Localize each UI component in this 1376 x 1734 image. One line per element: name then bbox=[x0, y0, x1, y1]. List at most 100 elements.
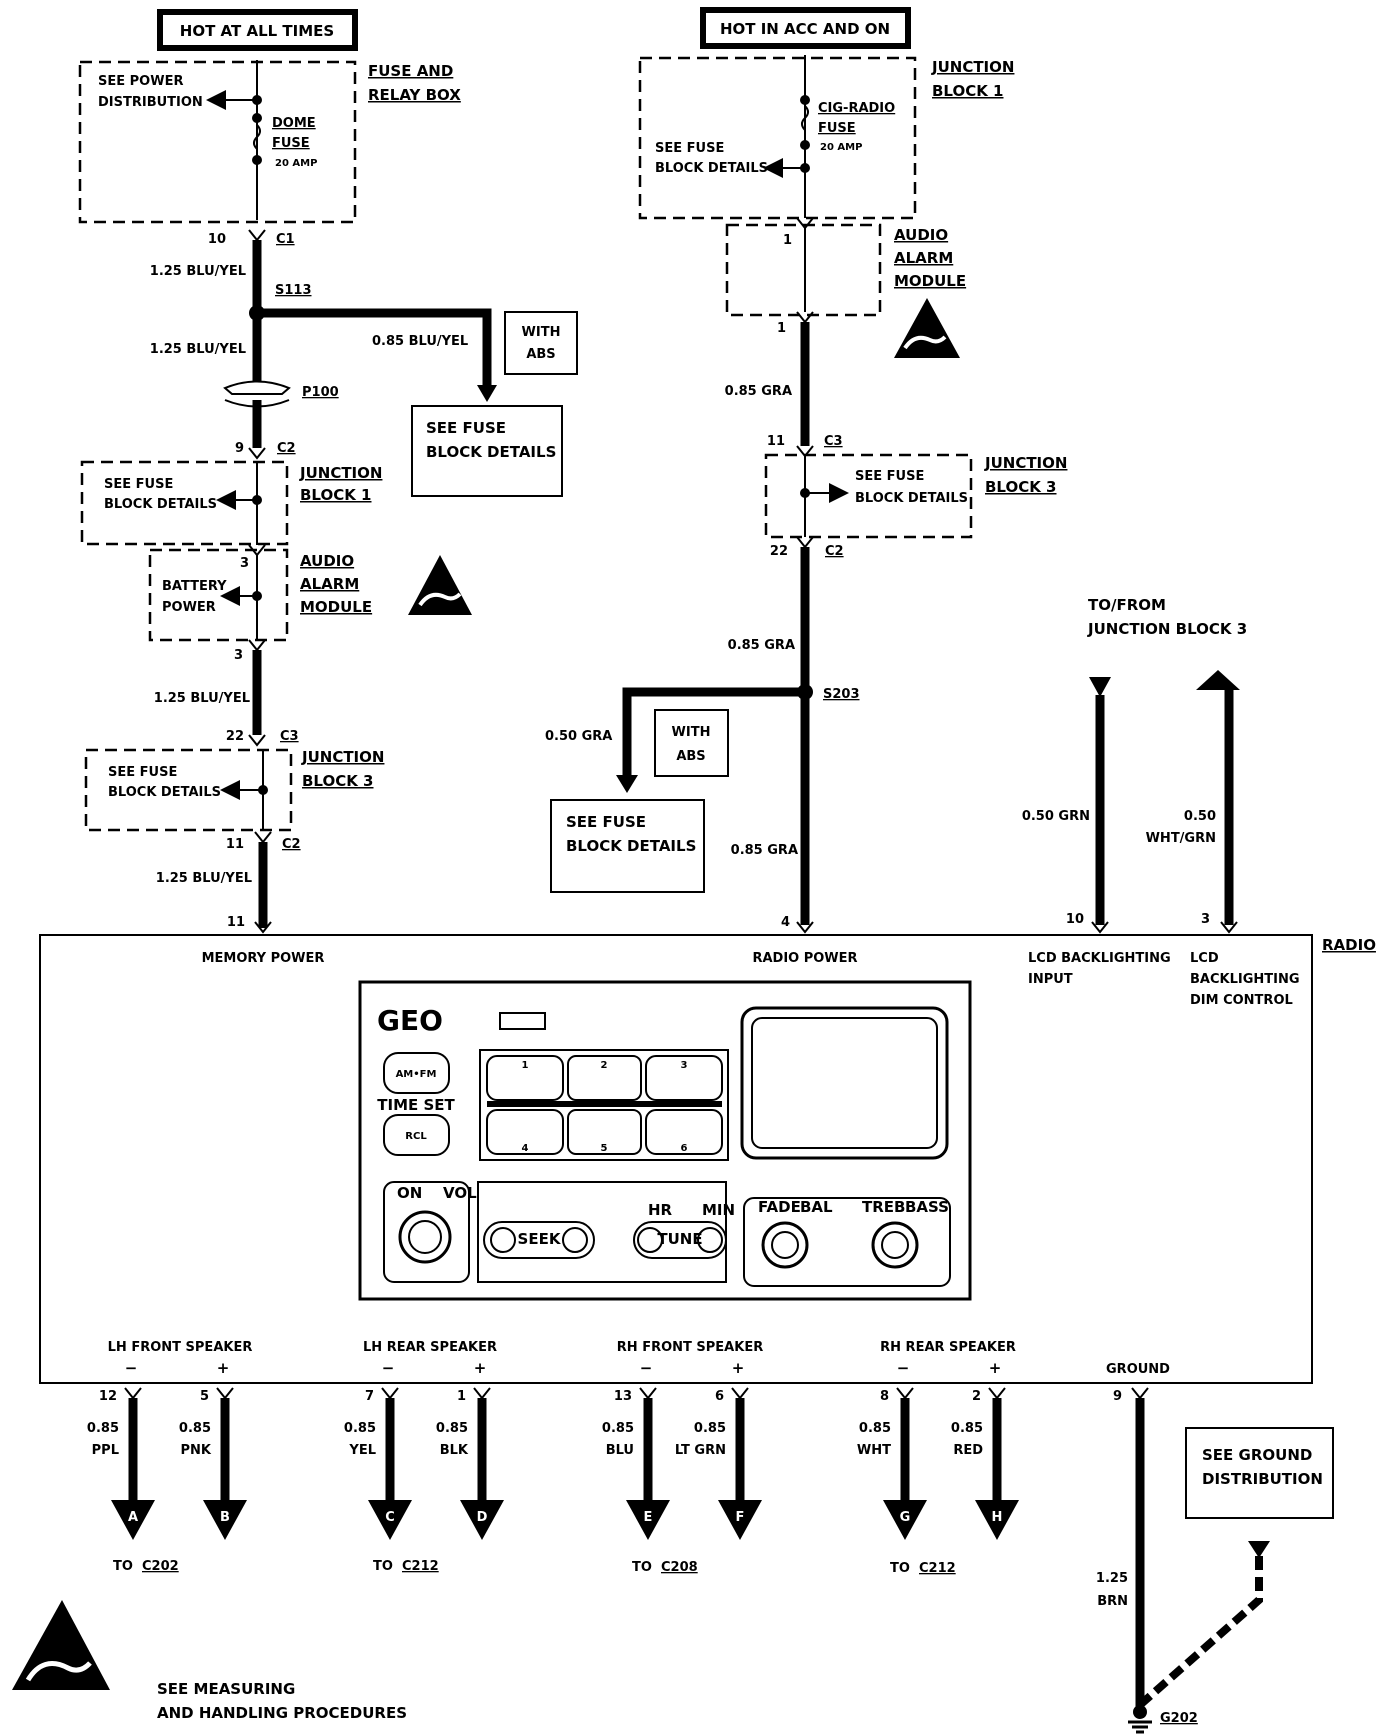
svg-text:JUNCTION: JUNCTION bbox=[301, 748, 384, 766]
connector-tick bbox=[216, 1387, 234, 1400]
svg-text:RH REAR SPEAKER: RH REAR SPEAKER bbox=[880, 1340, 1016, 1355]
svg-text:AUDIO: AUDIO bbox=[894, 226, 948, 244]
wire-size: 0.85 bbox=[859, 1421, 891, 1436]
svg-text:RCL: RCL bbox=[405, 1131, 427, 1142]
svg-text:JUNCTION BLOCK 3: JUNCTION BLOCK 3 bbox=[1087, 620, 1247, 638]
svg-text:TO: TO bbox=[632, 1560, 652, 1575]
polarity-sign: + bbox=[732, 1359, 745, 1377]
svg-text:HOT AT ALL TIMES: HOT AT ALL TIMES bbox=[180, 22, 334, 40]
svg-text:POWER: POWER bbox=[162, 600, 216, 615]
polarity-sign: − bbox=[382, 1359, 395, 1377]
wire-arrow bbox=[975, 1500, 1019, 1540]
svg-text:DISTRIBUTION: DISTRIBUTION bbox=[98, 95, 203, 110]
label-badge bbox=[499, 1012, 546, 1030]
svg-text:RADIO: RADIO bbox=[1322, 936, 1376, 954]
connector-tick bbox=[639, 1387, 657, 1400]
preset-5: 5 bbox=[601, 1143, 608, 1154]
svg-text:HOT IN ACC AND ON: HOT IN ACC AND ON bbox=[720, 20, 890, 38]
preset-2: 2 bbox=[601, 1060, 608, 1071]
header-hot-in-acc-and-on: HOT IN ACC AND ON bbox=[700, 7, 911, 49]
connector-destinations: TO C202 TO C212 TO C208 TO C212 bbox=[113, 1559, 956, 1576]
wire-size: 0.85 bbox=[436, 1421, 468, 1436]
pin-number: 2 bbox=[972, 1389, 981, 1404]
svg-text:MODULE: MODULE bbox=[894, 272, 966, 290]
svg-text:3: 3 bbox=[234, 648, 243, 663]
preset-6: 6 bbox=[681, 1143, 688, 1154]
svg-text:0.50: 0.50 bbox=[1184, 809, 1216, 824]
with-abs-box: WITH ABS bbox=[504, 311, 578, 375]
polarity-sign: + bbox=[217, 1359, 230, 1377]
radio-faceplate: GEO AM•FM TIME SET RCL 1 2 3 4 5 6 ON VO… bbox=[358, 980, 972, 1301]
svg-text:TO/FROM: TO/FROM bbox=[1088, 596, 1166, 614]
polarity-sign: − bbox=[125, 1359, 138, 1377]
svg-text:BLOCK 3: BLOCK 3 bbox=[302, 772, 374, 790]
svg-text:22: 22 bbox=[226, 729, 244, 744]
svg-text:3: 3 bbox=[240, 556, 249, 571]
svg-text:FADE: FADE bbox=[758, 1198, 801, 1216]
svg-text:MODULE: MODULE bbox=[300, 598, 372, 616]
svg-text:1.25: 1.25 bbox=[1096, 1571, 1128, 1586]
svg-text:SEEK: SEEK bbox=[518, 1230, 562, 1248]
svg-text:0.85 GRA: 0.85 GRA bbox=[725, 384, 792, 399]
lcd-to-from-jb3: TO/FROM JUNCTION BLOCK 3 bbox=[1087, 596, 1247, 638]
svg-text:1.25 BLU/YEL: 1.25 BLU/YEL bbox=[150, 342, 246, 357]
svg-text:BLOCK DETAILS: BLOCK DETAILS bbox=[566, 837, 696, 855]
svg-text:BLOCK DETAILS: BLOCK DETAILS bbox=[104, 497, 217, 512]
svg-text:1.25 BLU/YEL: 1.25 BLU/YEL bbox=[154, 691, 250, 706]
svg-text:DOME: DOME bbox=[272, 116, 316, 131]
preset-panel bbox=[479, 1049, 729, 1161]
svg-text:MIN: MIN bbox=[702, 1201, 735, 1219]
svg-text:3: 3 bbox=[1201, 912, 1210, 927]
svg-text:ALARM: ALARM bbox=[894, 249, 953, 267]
pin-number: 1 bbox=[457, 1389, 466, 1404]
wire-size: 0.85 bbox=[87, 1421, 119, 1436]
svg-text:9: 9 bbox=[235, 441, 244, 456]
esd-icon-right bbox=[894, 298, 960, 358]
esd-footer: SEE MEASURING AND HANDLING PROCEDURES bbox=[12, 1600, 407, 1722]
svg-text:11: 11 bbox=[227, 915, 245, 930]
wire-color: PPL bbox=[92, 1443, 119, 1458]
svg-text:BLOCK DETAILS: BLOCK DETAILS bbox=[426, 443, 556, 461]
svg-text:WHT/GRN: WHT/GRN bbox=[1146, 831, 1216, 846]
ground-circuit: 9 1.25 BRN SEE GROUND DISTRIBUTION G202 bbox=[1096, 1387, 1334, 1734]
svg-text:SEE FUSE: SEE FUSE bbox=[426, 419, 506, 437]
svg-text:TO: TO bbox=[373, 1559, 393, 1574]
svg-text:ALARM: ALARM bbox=[300, 575, 359, 593]
svg-text:INPUT: INPUT bbox=[1028, 972, 1073, 987]
svg-text:11: 11 bbox=[226, 837, 244, 852]
wire-arrow bbox=[460, 1500, 504, 1540]
wire-arrow bbox=[368, 1500, 412, 1540]
geo-logo: GEO bbox=[377, 1004, 443, 1037]
connector-letter: B bbox=[220, 1510, 230, 1525]
svg-text:FUSE AND: FUSE AND bbox=[368, 62, 453, 80]
wire-color: LT GRN bbox=[675, 1443, 726, 1458]
svg-text:C202: C202 bbox=[142, 1559, 179, 1574]
wire-arrow bbox=[718, 1500, 762, 1540]
esd-icon bbox=[12, 1600, 110, 1690]
svg-text:GROUND: GROUND bbox=[1106, 1362, 1170, 1377]
svg-text:1: 1 bbox=[783, 233, 792, 248]
svg-text:C2: C2 bbox=[277, 441, 296, 456]
svg-text:BLOCK DETAILS: BLOCK DETAILS bbox=[855, 491, 968, 506]
connector-letter: D bbox=[477, 1510, 488, 1525]
treb-bass-knob bbox=[871, 1221, 919, 1269]
lcd-display bbox=[740, 1006, 949, 1160]
junction-block-1-right: CIG-RADIO FUSE 20 AMP SEE FUSE BLOCK DET… bbox=[638, 55, 1014, 220]
svg-text:BACKLIGHTING: BACKLIGHTING bbox=[1190, 972, 1300, 987]
wire-arrow bbox=[626, 1500, 670, 1540]
header-hot-at-all-times: HOT AT ALL TIMES bbox=[157, 9, 358, 51]
wire-branch-abs bbox=[257, 308, 492, 390]
svg-text:C212: C212 bbox=[919, 1561, 956, 1576]
svg-text:TO: TO bbox=[113, 1559, 133, 1574]
pin-number: 5 bbox=[200, 1389, 209, 1404]
svg-text:C2: C2 bbox=[825, 544, 844, 559]
svg-text:20 AMP: 20 AMP bbox=[275, 158, 317, 169]
esd-icon-left bbox=[408, 555, 472, 615]
